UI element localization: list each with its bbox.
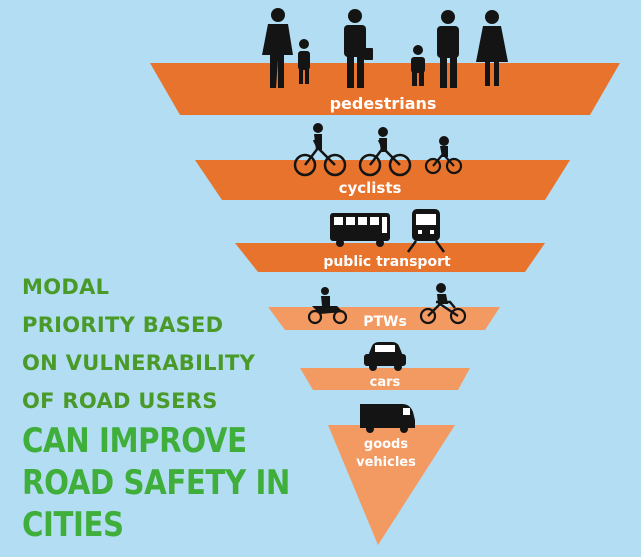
tier-label: public transport [323,254,451,270]
child-cyclist-icon [424,136,463,175]
scooter-icon [307,287,348,325]
tier-cyclists: cyclists [195,123,570,200]
van-icon [360,404,415,433]
caption-line: OF ROAD USERS [22,389,218,413]
cyclist-icon [293,123,347,177]
motorcycle-icon [419,283,467,325]
tier-band [328,425,455,545]
tram-icon [406,209,446,253]
child-icon [411,45,425,86]
caption-headline: CAN IMPROVE [22,421,247,461]
tier-cars: cars [300,342,470,390]
car-icon [364,342,406,371]
tier-goods-vehicles: goods vehicles [328,404,455,545]
caption: MODAL PRIORITY BASED ON VULNERABILITY OF… [22,268,322,546]
tier-ptws: PTWs [268,283,500,330]
tier-label-line-1: goods [364,437,408,452]
bus-icon [330,213,390,247]
caption-line: ON VULNERABILITY [22,351,256,375]
tier-label-line-2: vehicles [356,455,416,470]
tier-public-transport: public transport [235,209,545,272]
tier-label: cars [370,375,401,390]
caption-line: MODAL [22,275,110,299]
adult-with-bag-icon [344,9,373,88]
caption-headline: CITIES [22,505,124,545]
tier-band [235,243,545,272]
caption-headline: ROAD SAFETY IN [22,463,290,503]
caption-line: PRIORITY BASED [22,313,224,337]
cyclist-icon [358,127,412,177]
tier-band [195,160,570,200]
adult-icon [437,10,459,88]
tier-label: PTWs [363,314,407,330]
tier-band [150,63,620,115]
tier-label: pedestrians [330,94,437,113]
adult-icon [476,10,508,86]
tier-band [300,368,470,390]
tier-label: cyclists [339,179,402,197]
tier-pedestrians: pedestrians [150,8,620,115]
adult-with-child-icon [262,8,310,88]
